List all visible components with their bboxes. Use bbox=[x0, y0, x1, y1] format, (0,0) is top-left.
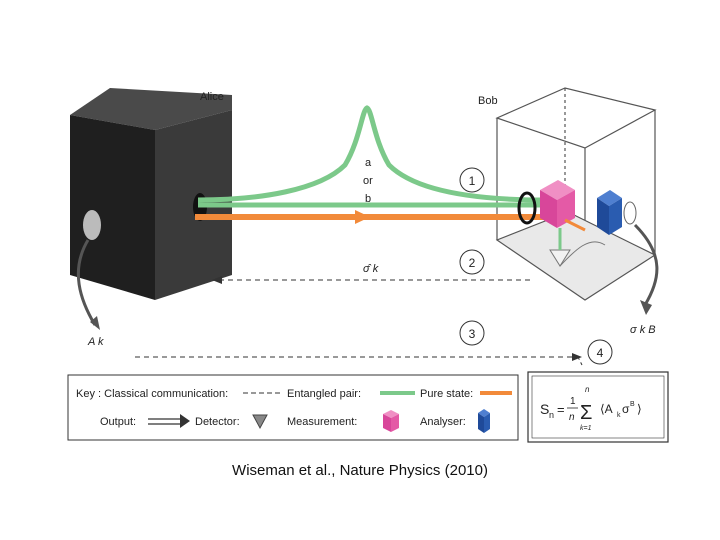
alice-output-arrow bbox=[76, 239, 97, 326]
key-detector-label: Detector: bbox=[195, 416, 240, 428]
key-output-label: Output: bbox=[100, 416, 136, 428]
key-analyser-label: Analyser: bbox=[420, 416, 466, 428]
measurement-cube-icon bbox=[383, 410, 399, 432]
label-or: or bbox=[363, 175, 373, 187]
measurement-cube bbox=[540, 180, 575, 228]
svg-text:k=1: k=1 bbox=[580, 425, 592, 432]
step-2-badge: 2 bbox=[459, 249, 485, 275]
key-pure-state-label: Pure state: bbox=[420, 388, 473, 400]
svg-text:4: 4 bbox=[597, 346, 604, 360]
analyser-cube bbox=[597, 190, 622, 235]
step-1-badge: 1 bbox=[459, 167, 485, 193]
svg-text:σ: σ bbox=[622, 402, 630, 416]
step-3-badge: 3 bbox=[459, 320, 485, 346]
key-classical-label: Key : Classical communication: bbox=[76, 388, 228, 400]
alice-label: Alice bbox=[200, 91, 224, 103]
bob-output-arrow bbox=[633, 223, 659, 306]
label-b: b bbox=[365, 193, 371, 205]
svg-text:n: n bbox=[585, 385, 590, 394]
svg-text:⟩: ⟩ bbox=[637, 402, 642, 416]
formula-box: S n = 1 n n Σ k=1 ⟨A k σ B ⟩ bbox=[527, 371, 669, 443]
svg-text:3: 3 bbox=[469, 327, 476, 341]
alice-box bbox=[70, 88, 232, 300]
orange-arrow-head bbox=[355, 210, 370, 224]
key-entangled-label: Entangled pair: bbox=[287, 388, 361, 400]
label-a: a bbox=[365, 157, 372, 169]
analyser-port bbox=[623, 201, 637, 225]
svg-text:S: S bbox=[540, 401, 549, 417]
svg-text:k: k bbox=[617, 412, 621, 419]
figure-caption: Wiseman et al., Nature Physics (2010) bbox=[232, 462, 488, 479]
analyser-cube-icon bbox=[478, 409, 490, 433]
sigma-k-label: σ̂ k bbox=[363, 263, 379, 275]
legend-key: Key : Classical communication: Entangled… bbox=[67, 374, 519, 441]
svg-text:=: = bbox=[557, 402, 565, 417]
green-pure-state-beam bbox=[197, 105, 546, 203]
svg-text:1: 1 bbox=[469, 174, 476, 188]
bob-label: Bob bbox=[478, 95, 498, 107]
svg-text:n: n bbox=[549, 410, 554, 420]
step-4-badge: 4 bbox=[587, 339, 613, 365]
key-output-arrow-icon bbox=[148, 414, 190, 428]
svg-text:1: 1 bbox=[570, 396, 576, 407]
alice-detector-port bbox=[83, 210, 101, 240]
A-k-label: A k bbox=[87, 336, 104, 348]
svg-text:2: 2 bbox=[469, 256, 476, 270]
sigma-B-label: σ k B bbox=[630, 324, 656, 336]
svg-text:⟨A: ⟨A bbox=[600, 402, 613, 416]
svg-text:Σ: Σ bbox=[580, 402, 592, 424]
key-measurement-label: Measurement: bbox=[287, 416, 357, 428]
svg-text:n: n bbox=[569, 412, 575, 423]
detector-icon bbox=[252, 414, 268, 430]
svg-text:B: B bbox=[630, 401, 635, 408]
bob-input-ring bbox=[517, 191, 537, 225]
bob-box bbox=[495, 87, 657, 301]
